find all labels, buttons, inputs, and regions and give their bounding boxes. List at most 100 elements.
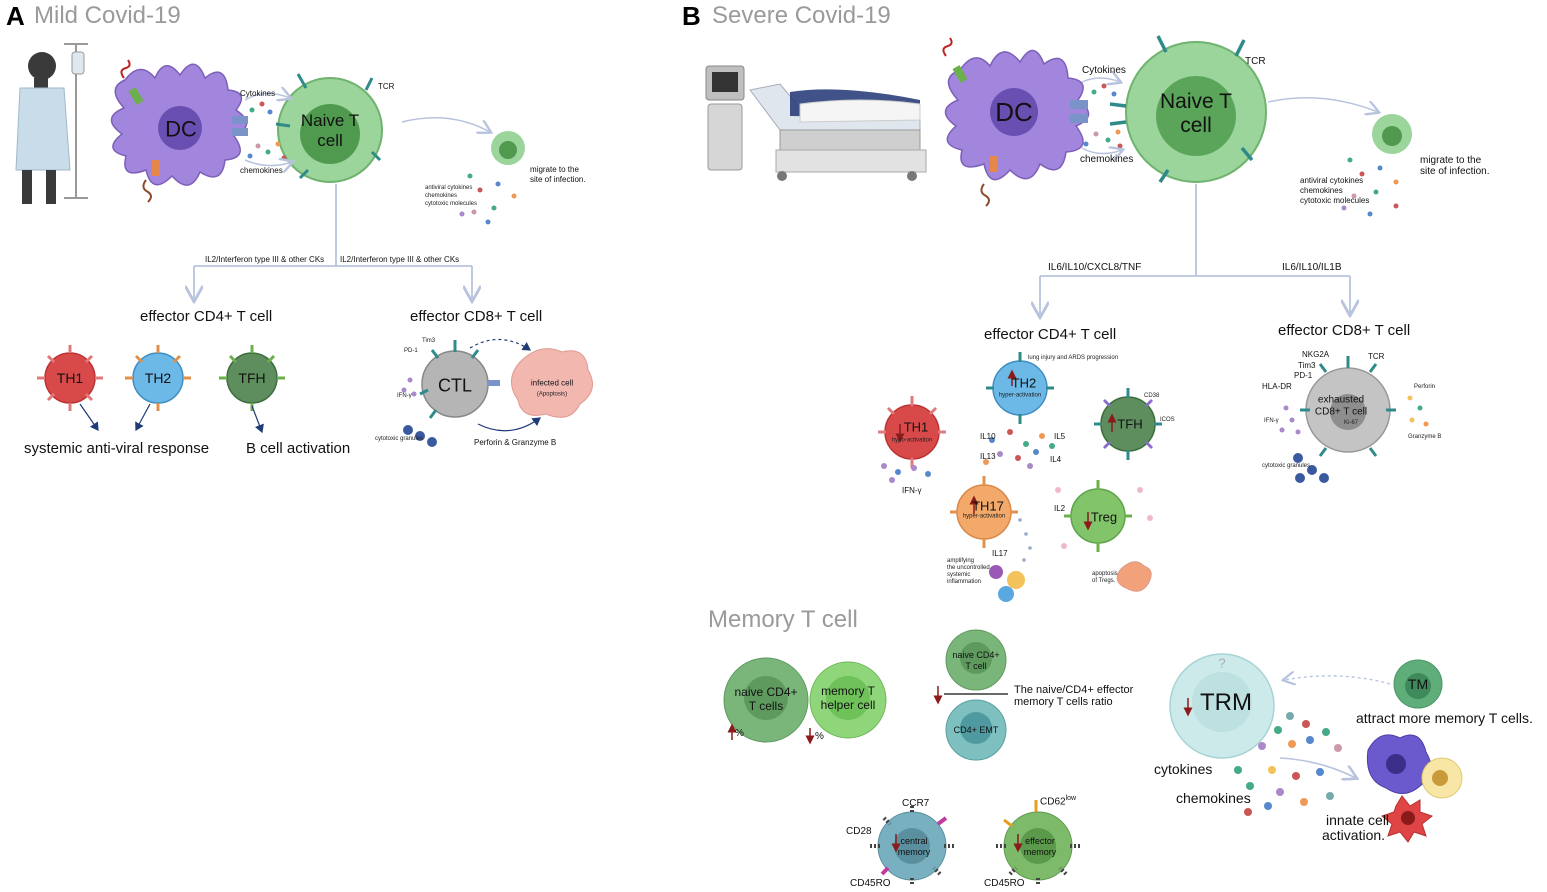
il17-label: IL17 — [992, 549, 1008, 558]
apoptosis-tregs-2: of Tregs. — [1092, 578, 1116, 584]
tcr-label-b: TCR — [1245, 56, 1266, 67]
cytokine-dots-b — [1070, 83, 1123, 149]
memory-naive-cd4-small — [945, 629, 1007, 691]
migrate-label-a-1: migrate to the — [530, 165, 579, 174]
memory-title: Memory T cell — [708, 606, 858, 633]
infected-cell-a — [511, 348, 593, 418]
dendritic-cell-b — [942, 37, 1090, 207]
secreted-label-b-2: chemokines — [1300, 186, 1343, 195]
trm-label: TRM — [1200, 689, 1252, 717]
differentiation-tree-a — [194, 184, 472, 300]
th2-sub-label-b: hyper-activation — [998, 392, 1042, 399]
signal-label-b-right: IL6/IL10/IL1B — [1282, 262, 1342, 273]
amplifying-label-3: systemic — [947, 572, 971, 578]
cd38-label: CD38 — [1144, 393, 1160, 399]
hladr-label: HLA-DR — [1262, 382, 1292, 391]
secreted-label-b-1: antiviral cytokines — [1300, 176, 1364, 185]
trm-cell — [1169, 653, 1275, 759]
systemic-response-label: systemic anti-viral response — [24, 440, 210, 457]
pd1-label-a: PD-1 — [404, 348, 418, 354]
differentiation-tree-b — [1040, 184, 1350, 316]
dc-label-a: DC — [165, 116, 197, 142]
naive-label-b-1: Naive T — [1160, 89, 1232, 113]
migrate-label-b-1: migrate to the — [1420, 155, 1482, 166]
memory-naive-small-label-1: naive CD4+ — [952, 649, 1000, 660]
il13-label: IL13 — [980, 452, 996, 461]
cd45ro-right-label: CD45RO — [984, 878, 1025, 889]
exhausted-label-1: exhausted — [1317, 394, 1365, 406]
icos-label: ICOS — [1160, 417, 1175, 423]
granzyme-label-b: Granzyme B — [1408, 434, 1442, 440]
effector-memory-cell — [996, 800, 1080, 886]
tm-label: TM — [1407, 675, 1429, 692]
cytokines-label-a: Cytokines — [240, 89, 276, 98]
amplifying-label-1: amplifying — [947, 558, 975, 564]
perforin-label-b: Perforin — [1414, 384, 1436, 390]
chemokines-label-b: chemokines — [1080, 154, 1134, 165]
nkg2a-label: NKG2A — [1302, 350, 1330, 359]
tfh-cell-b — [1094, 388, 1162, 460]
ifng-label-b-cd8: IFN-γ — [1264, 418, 1279, 424]
treg-label-b: Treg — [1090, 509, 1118, 525]
il5-label: IL5 — [1054, 432, 1066, 441]
panel-a-title: Mild Covid-19 — [34, 2, 181, 29]
central-memory-label-1: central — [900, 835, 928, 846]
naive-t-cell-a — [275, 73, 383, 183]
secreted-label-b-3: cytotoxic molecules — [1300, 196, 1370, 205]
tim3-label-a: Tim3 — [422, 338, 436, 344]
trm-question-mark: ? — [1218, 655, 1226, 671]
effector-memory-label-2: memory — [1023, 846, 1057, 857]
cd8-title-a: effector CD8+ T cell — [410, 308, 543, 325]
ccr7-label: CCR7 — [902, 798, 930, 809]
apoptosis-tregs-1: apoptosis — [1092, 571, 1118, 577]
b-cell-activation-label: B cell activation — [246, 440, 351, 457]
panel-a-letter: A — [6, 1, 25, 31]
dendritic-cell-a — [110, 59, 248, 203]
pct-label-down: % — [815, 731, 824, 742]
exhausted-label-2: CD8+ T cell — [1314, 406, 1368, 418]
memory-helper-cell — [809, 661, 887, 739]
secreted-label-a-3: cytotoxic molecules — [425, 201, 478, 207]
th2-cell-b — [983, 352, 1055, 469]
innate-label-1: innate cell — [1326, 812, 1390, 828]
memory-helper-label-1: memory T — [821, 684, 875, 699]
th1-cell-b — [878, 396, 946, 483]
attract-memory-label: attract more memory T cells. — [1356, 710, 1533, 726]
secreted-label-a-1: antiviral cytokines — [425, 185, 473, 191]
cd62-sup: low — [1065, 795, 1077, 802]
signal-label-b-left: IL6/IL10/CXCL8/TNF — [1048, 262, 1142, 273]
perforin-label-a: Perforin & Granzyme B — [474, 438, 557, 447]
naive-label-a-2: cell — [317, 131, 343, 151]
apoptosis-label-a: (Apoptosis) — [536, 391, 568, 398]
central-memory-cell — [870, 806, 954, 886]
granules-label-b: cytotoxic granules — [1262, 463, 1311, 469]
regulation-arrows — [727, 369, 1193, 853]
migrate-label-a-2: site of infection. — [530, 175, 586, 184]
central-memory-label-2: memory — [897, 846, 931, 857]
th1-label-a: TH1 — [56, 369, 84, 386]
ki67-label: Ki-67 — [1344, 420, 1359, 426]
dc-label-b: DC — [995, 97, 1033, 128]
th17-sub-label-b: hyper-activation — [962, 513, 1006, 520]
tm-cell — [1393, 659, 1443, 709]
memory-naive-cd4-label-2: T cells — [748, 699, 784, 714]
tfh-cell-a — [219, 345, 285, 411]
tim3-label-b: Tim3 — [1298, 361, 1316, 370]
il2-label: IL2 — [1054, 504, 1066, 513]
il10-label: IL10 — [980, 432, 996, 441]
naive-label-a-1: Naive T — [300, 111, 360, 131]
severe-patient-illustration — [705, 65, 927, 181]
panel-b-letter: B — [682, 1, 701, 31]
amplifying-label-2: the uncontrolled — [947, 565, 990, 571]
trm-secretion-dots — [1234, 712, 1342, 816]
memory-cd4-emt — [945, 699, 1007, 761]
ctl-cell-a — [401, 340, 500, 447]
cd62-text: CD62 — [1040, 796, 1066, 808]
innate-cells — [1366, 734, 1463, 843]
migrating-cell-b — [1341, 114, 1412, 217]
tfh-label-b: TFH — [1117, 416, 1143, 432]
cd4-title-a: effector CD4+ T cell — [140, 308, 273, 325]
amplifying-label-4: inflammation — [947, 579, 982, 585]
cd45ro-left-label: CD45RO — [850, 878, 891, 889]
